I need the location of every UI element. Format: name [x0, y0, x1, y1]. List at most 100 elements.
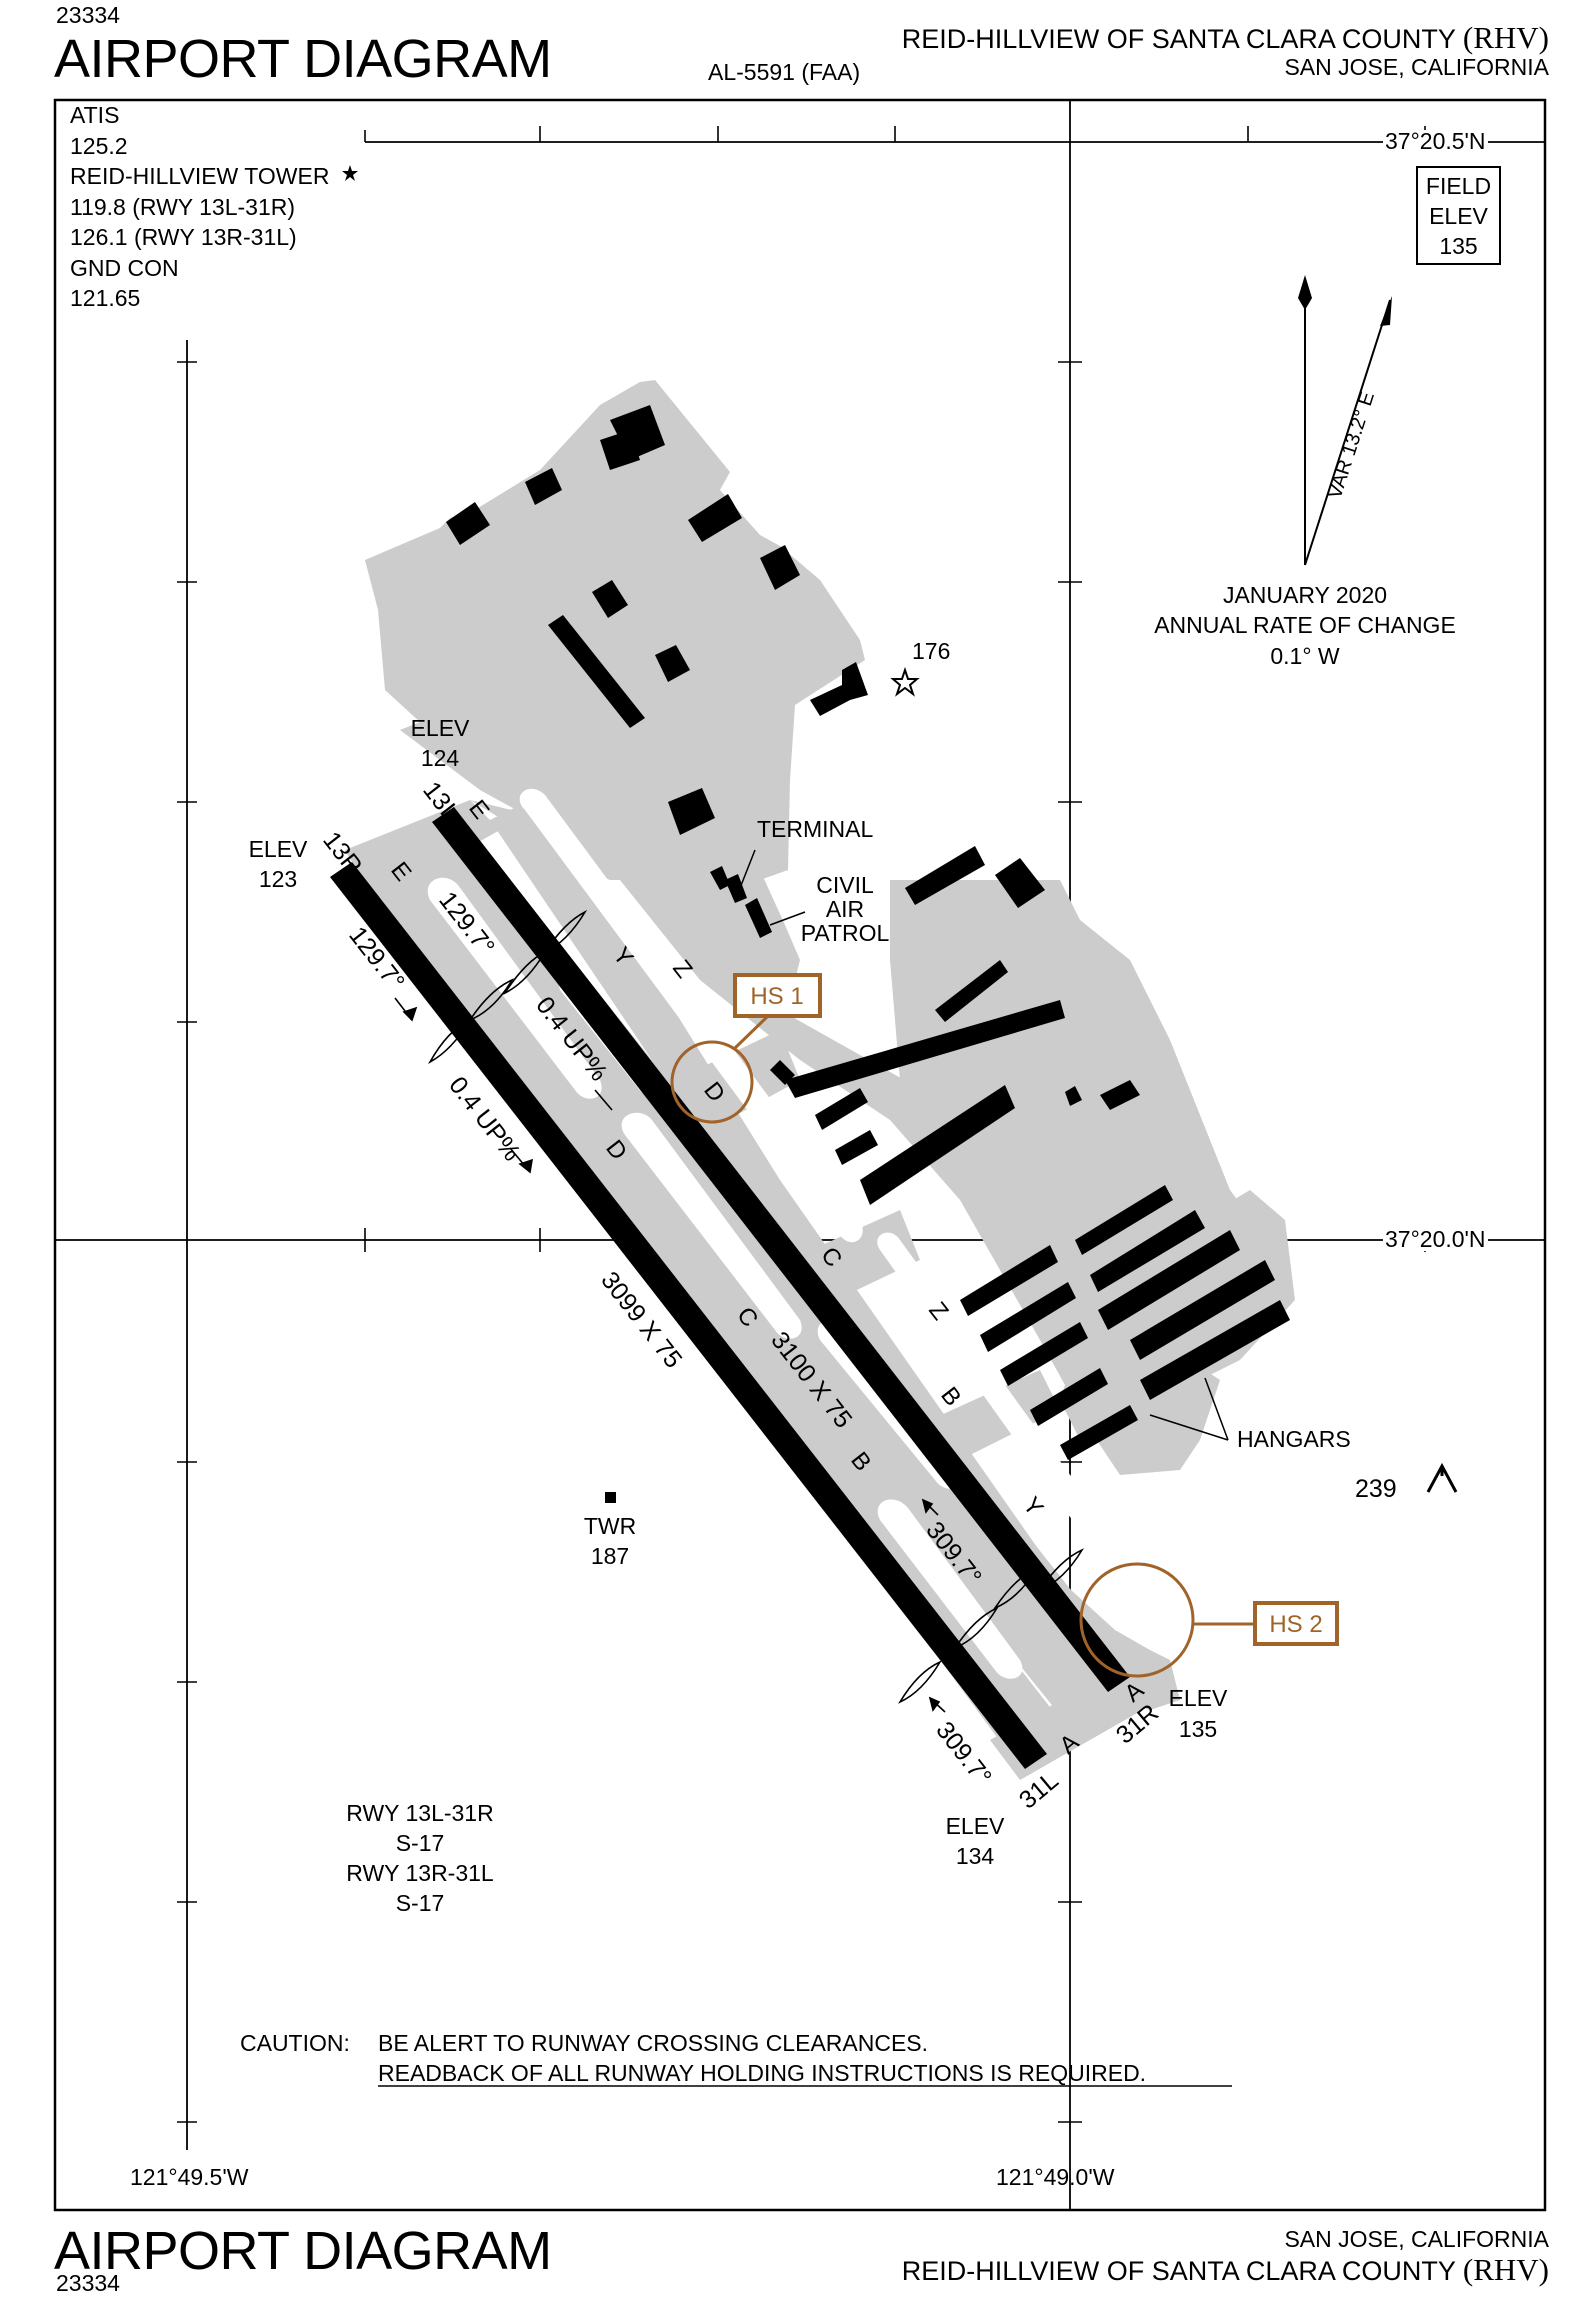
civil-air-patrol-bldg	[745, 898, 772, 938]
true-north-arrowhead	[1298, 275, 1312, 310]
tower-symbol	[605, 1492, 616, 1503]
rwy-13l-31r-label: RWY 13L-31R	[346, 1800, 494, 1826]
building-long-1	[548, 615, 645, 728]
hotspot-hs1-box	[733, 973, 822, 1018]
magnetic-variation: VAR 13.2° E	[1324, 389, 1379, 501]
hotspot-hs1-leader	[733, 1014, 770, 1050]
tower-frequency-1: 119.8 (RWY 13L-31R)	[70, 194, 296, 220]
elev-134-value: 134	[955, 1843, 995, 1869]
airport-name-bottom: REID-HILLVIEW OF SANTA CLARA COUNTY (RHV…	[902, 2254, 1549, 2285]
longitude-left: 121°49.5'W	[130, 2164, 249, 2190]
infield-island-6	[877, 1499, 1023, 1679]
infield-island-4	[621, 1112, 802, 1339]
hangar-row-5	[860, 1085, 1015, 1205]
caution-prefix: CAUTION:	[240, 2030, 350, 2056]
runway-13l-31r	[432, 807, 1130, 1692]
hotspot-hs1-circle	[670, 1040, 754, 1124]
civil-air-patrol-line3: PATROL	[800, 920, 890, 946]
hangar-row-3	[815, 1088, 868, 1130]
building-n7	[592, 580, 628, 618]
infield-island-1	[519, 788, 863, 1243]
hangars-label: HANGARS	[1237, 1426, 1351, 1452]
airport-name-bottom-text: REID-HILLVIEW OF SANTA CLARA COUNTY	[901, 2256, 1456, 2286]
field-elevation-box: FIELD ELEV 135	[1416, 166, 1501, 265]
obstacle-tower-icon	[1426, 1462, 1458, 1493]
chart-number: AL-5591 (FAA)	[708, 59, 861, 85]
latitude-top: 37°20.5'N	[1383, 128, 1488, 154]
elev-135-label: ELEV	[1168, 1685, 1228, 1711]
elev-124-value: 124	[420, 745, 460, 771]
hangar-row-2	[785, 1000, 1065, 1098]
building-n9	[668, 788, 715, 835]
infield-islands	[427, 788, 1113, 1679]
label-leaders	[739, 849, 1229, 1441]
field-elev-value: 135	[1439, 233, 1478, 259]
magvar-date: JANUARY 2020	[1222, 582, 1388, 608]
hold-markers	[427, 910, 1085, 1704]
hangar-row-4	[835, 1130, 878, 1165]
chart-frame	[53, 98, 1547, 2212]
hotspot-hs2-circle	[1079, 1562, 1195, 1678]
infield-island-3	[427, 877, 602, 1099]
longitude-right: 121°49.0'W	[996, 2164, 1115, 2190]
building-n5	[688, 494, 742, 542]
hangar-w5	[1060, 1405, 1138, 1460]
tower-label-map: TWR	[583, 1513, 637, 1539]
chart-id-top: 23334	[56, 2, 120, 28]
civil-air-patrol-line1: CIVIL	[816, 872, 874, 898]
building-n8	[655, 645, 690, 682]
building-l-shape	[810, 662, 868, 716]
chart-title-bottom: AIRPORT DIAGRAM	[54, 2221, 552, 2281]
infield-island-2	[877, 1232, 1113, 1553]
chart-title-top: AIRPORT DIAGRAM	[54, 29, 552, 89]
hangar-top-2	[995, 858, 1045, 908]
tower-frequency-2: 126.1 (RWY 13R-31L)	[70, 224, 297, 250]
hangar-e3	[1098, 1230, 1240, 1330]
direction-arrows	[394, 997, 946, 1713]
airport-ident: (RHV)	[1462, 20, 1549, 55]
hangar-w3	[1000, 1322, 1088, 1386]
terminal-2	[725, 874, 747, 903]
hotspot-hs2-box	[1253, 1601, 1339, 1646]
magnetic-north-line	[1304, 299, 1391, 566]
magvar-rate: 0.1° W	[1270, 643, 1340, 669]
airport-ident-bottom: (RHV)	[1462, 2252, 1549, 2287]
latitude-mid: 37°20.0'N	[1383, 1226, 1488, 1252]
hangar-top-1	[905, 846, 985, 905]
airport-name-top: REID-HILLVIEW OF SANTA CLARA COUNTY (RHV…	[902, 22, 1549, 53]
obstacle-176-height: 176	[912, 638, 951, 664]
tower-elevation: 187	[590, 1543, 630, 1569]
elev-134-label: ELEV	[945, 1813, 1005, 1839]
hotspot-hs1[interactable]: HS 1	[670, 973, 822, 1124]
hangar-row-1	[935, 960, 1008, 1022]
taxiway-y-strip	[490, 795, 1180, 1710]
elev-124-label: ELEV	[410, 715, 470, 741]
chart-id-bottom: 23334	[56, 2270, 120, 2296]
buildings	[446, 405, 1290, 1503]
terminal-label: TERMINAL	[757, 816, 874, 842]
hangar-e5	[1140, 1300, 1290, 1400]
hangar-small-3	[1065, 1086, 1082, 1106]
atis-frequency: 125.2	[70, 133, 128, 159]
rwy-13r-31l-strength: S-17	[395, 1890, 445, 1916]
caution-line2: READBACK OF ALL RUNWAY HOLDING INSTRUCTI…	[378, 2060, 1147, 2086]
elev-123-label: ELEV	[248, 836, 308, 862]
runway-31l-heading: 309.7°	[930, 1716, 997, 1790]
hotspot-hs1-label: HS 1	[750, 983, 803, 1010]
elev-123-value: 123	[258, 866, 298, 892]
field-elev-line1: FIELD	[1425, 173, 1492, 199]
hangar-w1	[960, 1245, 1058, 1316]
terminal-1	[710, 866, 730, 890]
obstacle-star-icon	[890, 666, 920, 697]
west-parallel-taxiway	[345, 850, 1060, 1755]
north-apron	[365, 380, 865, 880]
city-bottom: SAN JOSE, CALIFORNIA	[1284, 2226, 1549, 2252]
hotspot-hs2[interactable]: HS 2	[1079, 1562, 1339, 1678]
hotspot-hs2-label: HS 2	[1269, 1611, 1322, 1638]
hangar-small-1	[770, 1060, 795, 1085]
caution-line1: BE ALERT TO RUNWAY CROSSING CLEARANCES.	[378, 2030, 929, 2056]
building-n4	[525, 468, 562, 505]
magnetic-north-arrowhead	[1380, 296, 1392, 326]
building-n3	[446, 502, 490, 545]
atis-label: ATIS	[70, 102, 120, 128]
